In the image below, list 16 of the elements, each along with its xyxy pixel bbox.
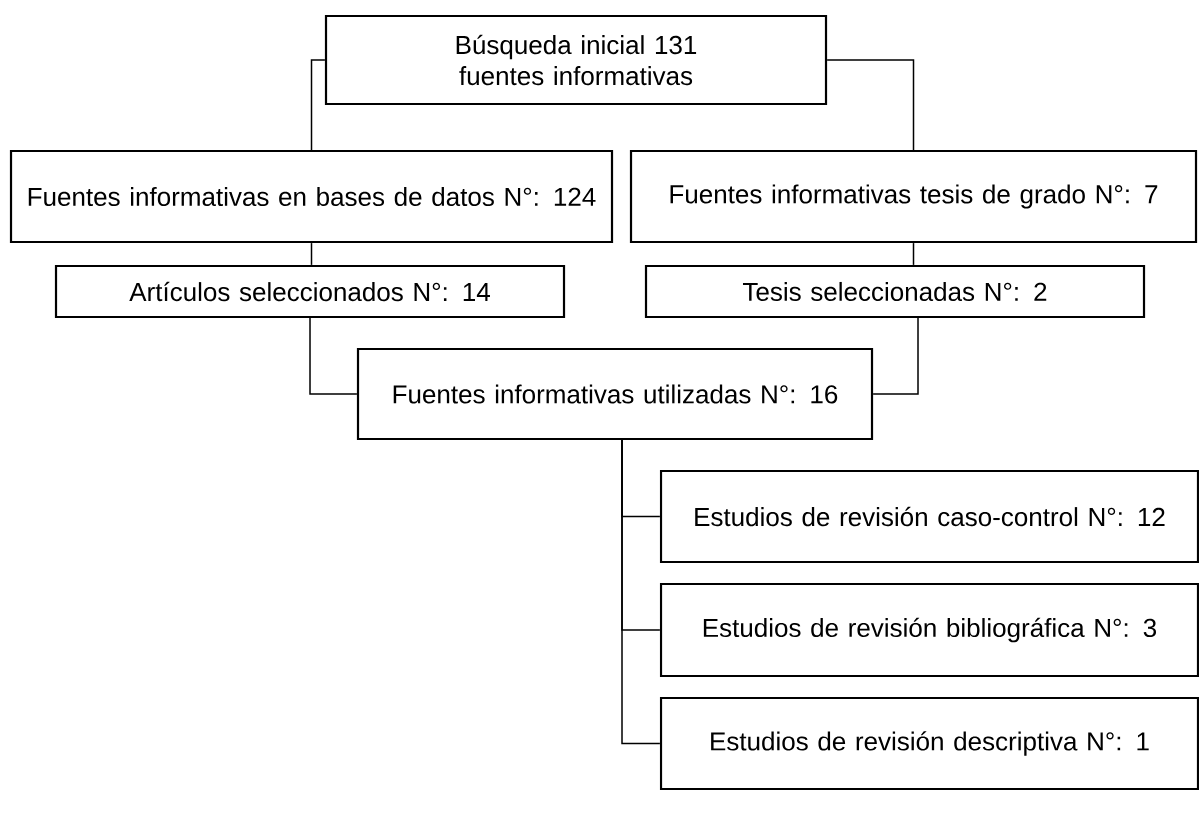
process-box: Fuentes informativas en bases de datos N°: 124 bbox=[9, 149, 614, 244]
process-box: Artículos seleccionados N°: 14 bbox=[54, 264, 566, 319]
connector-line bbox=[309, 317, 358, 395]
process-box: Tesis seleccionadas N°: 2 bbox=[644, 264, 1146, 319]
connector-line bbox=[872, 317, 919, 395]
connector-line bbox=[912, 242, 915, 266]
connector-line bbox=[621, 439, 661, 745]
process-box: Fuentes informativas utilizadas N°: 16 bbox=[356, 347, 874, 441]
connector-line bbox=[310, 59, 326, 151]
process-box: Estudios de revisión descriptiva N°: 1 bbox=[659, 696, 1199, 791]
connector-line bbox=[310, 242, 313, 266]
process-box: Estudios de revisión bibliográfica N°: 3 bbox=[659, 582, 1199, 678]
process-box: Búsqueda inicial 131 fuentes informativas bbox=[324, 14, 828, 106]
process-box: Estudios de revisión caso-control N°: 12 bbox=[659, 469, 1199, 564]
process-box: Fuentes informativas tesis de grado N°: 7 bbox=[629, 149, 1198, 244]
connector-line bbox=[826, 59, 915, 151]
